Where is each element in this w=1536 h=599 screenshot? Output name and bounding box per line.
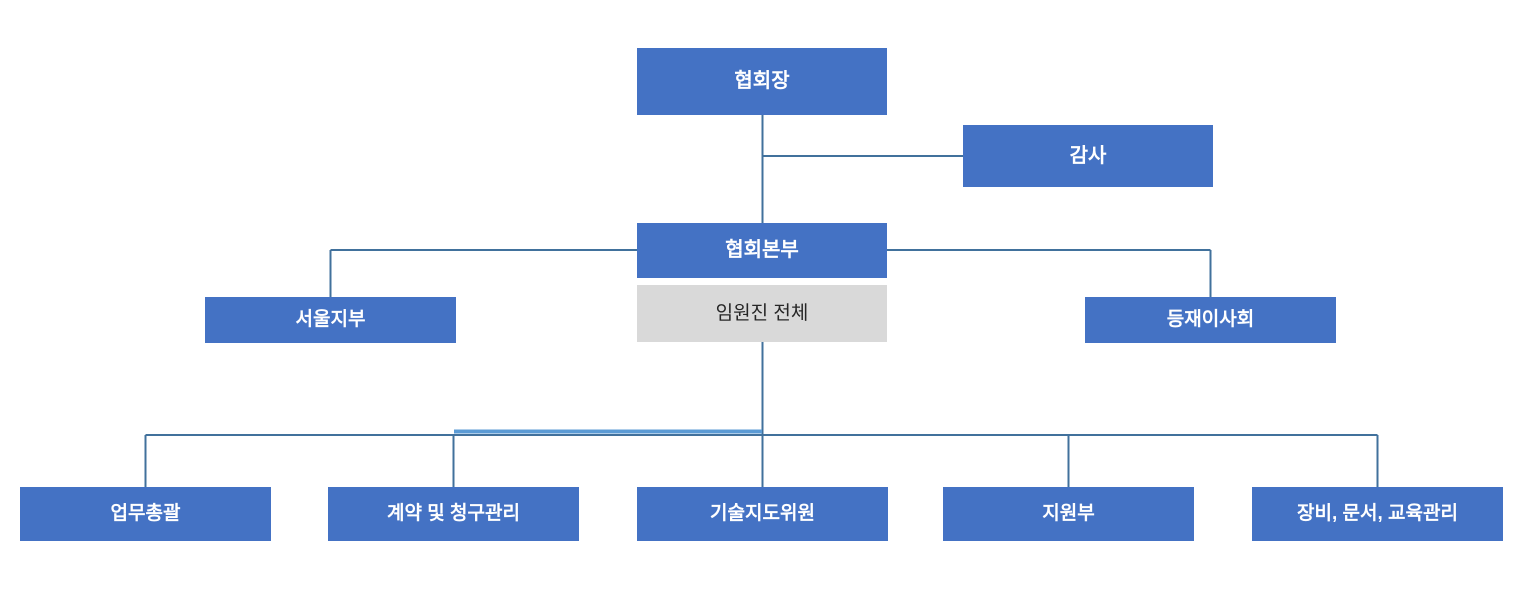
node-board-of-directors[interactable]: 등재이사회: [1085, 297, 1336, 343]
node-support-dept-label: 지원부: [1042, 503, 1095, 525]
node-equipment-docs-training[interactable]: 장비, 문서, 교육관리: [1252, 487, 1503, 541]
node-headquarters[interactable]: 협회본부: [637, 223, 887, 278]
node-technical-advisor-label: 기술지도위원: [710, 503, 815, 525]
node-seoul-branch[interactable]: 서울지부: [205, 297, 456, 343]
node-board-of-directors-label: 등재이사회: [1166, 309, 1255, 331]
node-president[interactable]: 협회장: [637, 48, 887, 115]
node-auditor-label: 감사: [1069, 144, 1107, 167]
node-contract-billing[interactable]: 계약 및 청구관리: [328, 487, 579, 541]
node-executives[interactable]: 임원진 전체: [637, 285, 887, 342]
node-president-label: 협회장: [734, 70, 790, 92]
node-auditor[interactable]: 감사: [963, 125, 1213, 187]
node-headquarters-label: 협회본부: [725, 239, 799, 261]
node-contract-billing-label: 계약 및 청구관리: [387, 503, 520, 525]
node-general-affairs[interactable]: 업무총괄: [20, 487, 271, 541]
node-executives-label: 임원진 전체: [715, 302, 809, 324]
node-seoul-branch-label: 서울지부: [295, 309, 366, 331]
node-equipment-docs-training-label: 장비, 문서, 교육관리: [1297, 503, 1458, 525]
node-general-affairs-label: 업무총괄: [110, 503, 181, 525]
node-support-dept[interactable]: 지원부: [943, 487, 1194, 541]
node-technical-advisor[interactable]: 기술지도위원: [637, 487, 888, 541]
